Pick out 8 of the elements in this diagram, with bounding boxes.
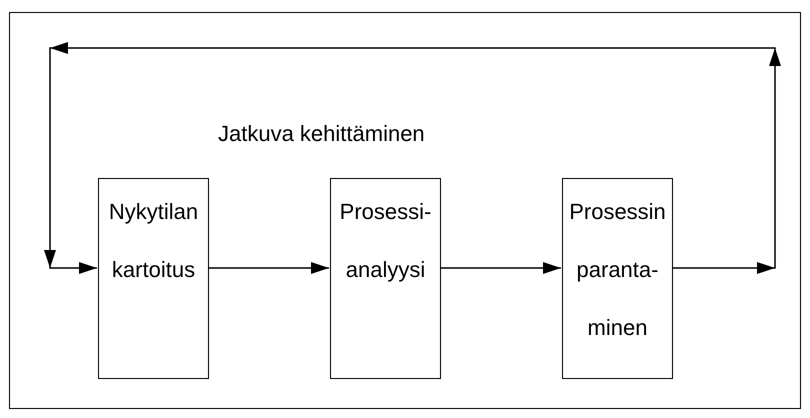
- loop-label: Jatkuva kehittäminen: [218, 121, 425, 147]
- process-box: [330, 178, 441, 379]
- process-box: [98, 178, 209, 379]
- box-text: Nykytilan kartoitus: [108, 198, 200, 284]
- box-text: Prosessi- analyysi: [338, 198, 432, 284]
- frame-border: [9, 12, 801, 409]
- box-text: Prosessin paranta- minen: [568, 198, 667, 342]
- process-box: [562, 178, 673, 379]
